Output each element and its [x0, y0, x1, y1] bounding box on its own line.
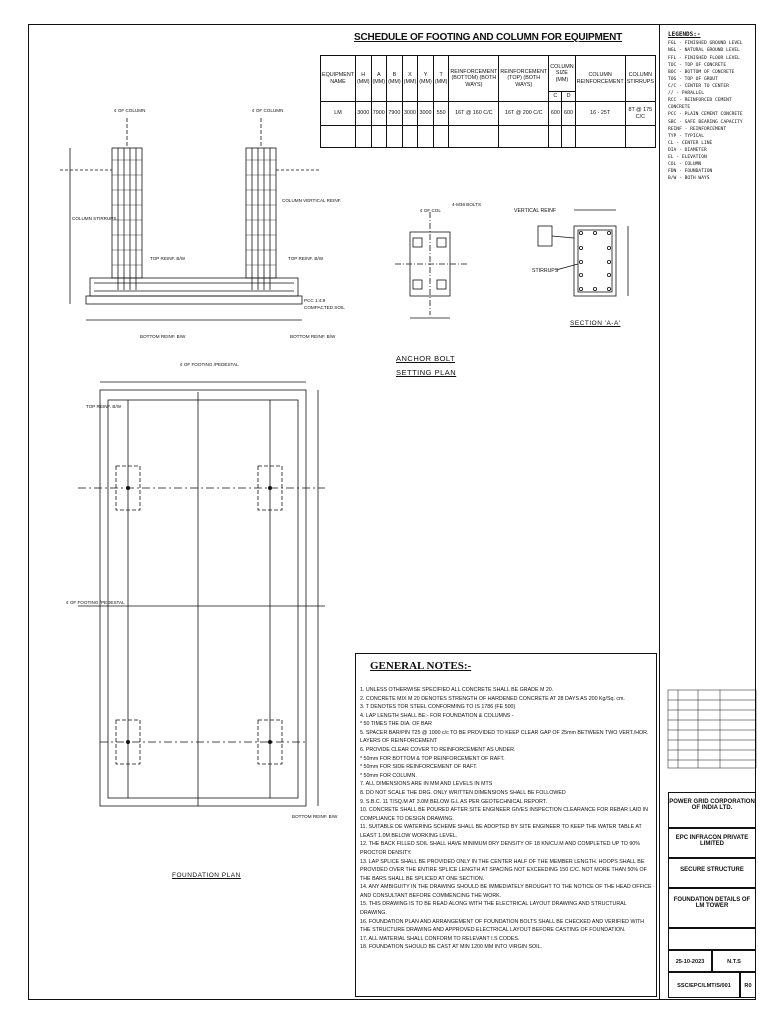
note-item: 18. FOUNDATION SHOULD BE CAST AT MIN 120…	[360, 944, 542, 951]
label-cl-footing-top: ¢ OF FOOTING /PEDESTAL	[180, 362, 239, 367]
note-item: 10. CONCRETE SHALL BE POURED AFTER SITE …	[360, 807, 648, 822]
header-column-size: COLUMN SIZE (MM)	[548, 55, 576, 92]
drawing-number: SSC/EPC/LMT/S/001	[668, 972, 740, 998]
legend-item: TYP - TYPICAL	[668, 133, 704, 139]
label-cl-column-left: ¢ OF COLUMN	[114, 108, 146, 113]
legend-item: FFL - FINISHED FLOOR LEVEL	[668, 55, 740, 61]
notes-title: GENERAL NOTES:-	[370, 660, 472, 672]
table-row	[320, 125, 657, 148]
note-item: 8. DO NOT SCALE THE DRG. ONLY WRITTEN DI…	[360, 789, 566, 796]
note-item: 16. FOUNDATION PLAN AND ARRANGEMENT OF F…	[360, 918, 645, 934]
legend-item: C/C - CENTER TO CENTER	[668, 83, 729, 89]
legend-item: DIA - DIAMETER	[668, 147, 707, 153]
note-item: 2. CONCRETE MIX M 20 DENOTES STRENGTH OF…	[360, 695, 625, 702]
legend-item: FGL - FINISHED GROUND LEVEL	[668, 41, 743, 47]
schedule-table: EQUIPMENT NAME H (MM) A (MM) B (MM) X (M…	[320, 55, 657, 148]
drawing-sheet-border	[28, 24, 756, 1000]
approval-cell	[668, 928, 756, 950]
label-vertical-reinf: VERTICAL REINF	[514, 208, 557, 214]
legend-item: TOG - TOP OF GROUT	[668, 76, 718, 82]
note-item: * 50mm FOR SIDE REINFORCEMENT OF RAFT.	[360, 764, 478, 771]
label-bottom-reinf-right: BOTTOM REINF. B/W	[290, 334, 336, 339]
label-foundation-plan: FOUNDATION PLAN	[172, 872, 241, 879]
legend-item: PCC - PLAIN CEMENT CONCRETE	[668, 112, 743, 118]
note-item: 14. ANY AMBIGUITY IN THE DRAWING SHOULD …	[360, 884, 652, 899]
note-item: 9. S.B.C. 11 T/SQ.M AT 3.0M BELOW G.L AS…	[360, 798, 547, 805]
legend-panel: LEGENDS:- FGL - FINISHED GROUND LEVEL NG…	[668, 30, 754, 182]
note-item: 7. ALL DIMENSIONS ARE IN MM AND LEVELS I…	[360, 781, 493, 788]
label-column-vertical-reinf: COLUMN VERTICAL REINF.	[282, 198, 342, 203]
label-section-aa: SECTION 'A-A'	[570, 320, 621, 327]
drawing-scale: N.T.S	[712, 950, 756, 972]
note-item: * 50mm FOR COLUMN.	[360, 772, 417, 779]
note-item: 12. THE BACK FILLED SOIL SHALL HAVE MINI…	[360, 841, 640, 856]
legend-item: B/W - BOTH WAYS	[668, 176, 710, 182]
client-name: POWER GRID CORPORATION OF INDIA LTD.	[668, 792, 756, 828]
legend-item: SBC - SAFE BEARING CAPACITY	[668, 119, 743, 125]
header-reinf-bottom: REINFORCEMENT (BOTTOM) (BOTH WAYS)	[448, 55, 500, 102]
note-item: 17. ALL MATERIAL SHALL CONFORM TO RELEVA…	[360, 935, 520, 942]
label-pcc: PCC 1:4:8	[304, 298, 326, 303]
drawing-revision: R0	[740, 972, 756, 998]
label-cl-footing-left: ¢ OF FOOTING /PEDESTAL	[66, 600, 125, 605]
label-bottom-reinf-plan: BOTTOM REINF. B/W	[292, 814, 338, 819]
label-top-reinf-left: TOP REINF. B/W	[150, 256, 186, 261]
label-anchor-bolt: ANCHOR BOLT	[396, 354, 456, 363]
note-item: 6. PROVIDE CLEAR COVER TO REINFORCEMENT …	[360, 747, 516, 754]
legend-item: TOC - TOP OF CONCRETE	[668, 62, 727, 68]
note-item: 11. SUITABLE DE WATERING SCHEME SHALL BE…	[360, 824, 642, 839]
legend-item: COL - COLUMN	[668, 162, 702, 168]
note-item: 3. T DENOTES TOR STEEL CONFORMING TO IS …	[360, 704, 516, 711]
header-equipment: EQUIPMENT NAME	[320, 55, 356, 102]
schedule-title: SCHEDULE OF FOOTING AND COLUMN FOR EQUIP…	[353, 32, 623, 43]
label-hd-bolts: 4-M36 BOLTS	[452, 202, 482, 207]
project-name: SECURE STRUCTURE	[668, 858, 756, 888]
legend-item: NGL - NATURAL GROUND LEVEL	[668, 48, 740, 54]
legend-item: // - PARALLEL	[668, 91, 704, 97]
label-top-reinf-right: TOP REINF. B/W	[288, 256, 324, 261]
drawing-date: 25-10-2023	[668, 950, 712, 972]
cell-column-stirrups: 8T @ 175 C/C	[624, 101, 657, 126]
note-item: 15. THIS DRAWING IS TO BE READ ALONG WIT…	[360, 901, 627, 917]
drawing-title: FOUNDATION DETAILS OF LM TOWER	[668, 888, 756, 928]
note-item: 1. UNLESS OTHERWISE SPECIFIED ALL CONCRE…	[360, 687, 554, 693]
label-compacted-soil: COMPACTED SOIL	[304, 305, 345, 310]
label-top-reinf-plan: TOP REINF. B/W	[86, 404, 122, 409]
legend-title: LEGENDS:-	[668, 31, 701, 38]
legend-item: CL - CENTER LINE	[668, 140, 713, 146]
label-cl-column-right: ¢ OF COLUMN	[252, 108, 284, 113]
label-setting-plan: SETTING PLAN	[396, 368, 457, 377]
header-column-stirrups: COLUMN STIRRUPS	[624, 55, 657, 102]
note-item: 13. LAP SPLICE SHALL BE PROVIDED ONLY IN…	[360, 858, 647, 882]
legend-item: BOC - BOTTOM OF CONCRETE	[668, 69, 735, 75]
general-notes-panel: GENERAL NOTES:- 1. UNLESS OTHERWISE SPEC…	[355, 653, 657, 997]
label-cl-of-col: ¢ OF COL	[420, 208, 441, 213]
note-item: 5. SPACER BAR/PIN T25 @ 1000 c/c TO BE P…	[360, 729, 649, 745]
label-column-stirrups: COLUMN STIRRUPS	[72, 216, 117, 221]
note-item: * 50 TIMES THE DIA. OF BAR	[360, 721, 432, 728]
legend-item: REINF - REINFORCEMENT	[668, 126, 727, 132]
legend-item: RCC - REINFORCED CEMENT CONCRETE	[668, 98, 732, 111]
header-reinf-top: REINFORCEMENT (TOP) (BOTH WAYS)	[498, 55, 550, 102]
legend-item: FDN - FOUNDATION	[668, 169, 713, 175]
note-item: * 50mm FOR BOTTOM & TOP REINFORCEMENT OF…	[360, 755, 505, 762]
label-bottom-reinf-left: BOTTOM REINF. B/W	[140, 334, 186, 339]
main-drawing-area	[28, 24, 660, 1000]
legend-item: EL - ELEVATION	[668, 155, 707, 161]
cell-col-d: 600	[561, 101, 576, 126]
header-y: Y (MM)	[417, 55, 434, 102]
note-item: 4. LAP LENGTH SHALL BE:- FOR FOUNDATION …	[360, 712, 514, 719]
label-stirrups: STIRRUPS	[532, 268, 559, 274]
contractor-name: EPC INFRACON PRIVATE LIMITED	[668, 828, 756, 858]
